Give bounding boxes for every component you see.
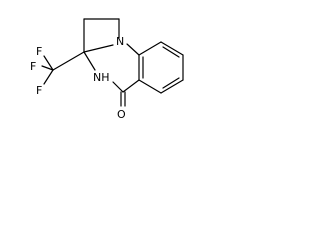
bond-carbonyl-to-aryl xyxy=(122,79,140,93)
bond-c3a-to-cf3 xyxy=(52,51,85,71)
bond-benzene-5 xyxy=(138,79,162,94)
bond-cf3-to-f-bottom xyxy=(43,69,54,85)
bond-n-to-aryl xyxy=(126,43,140,56)
atom-label-f-bottom: F xyxy=(36,84,42,97)
atom-label-o: O xyxy=(117,108,126,121)
bond-benzene-inner-1 xyxy=(162,46,180,58)
atom-label-f-left: F xyxy=(30,60,36,73)
bond-nh-to-carbonyl xyxy=(112,81,124,93)
bond-azetidine-bottom xyxy=(83,44,114,53)
bond-cf3-to-f-top xyxy=(43,55,54,71)
bond-c3a-to-nh xyxy=(83,51,96,71)
bond-benzene-4 xyxy=(160,79,184,94)
atom-label-n: N xyxy=(116,35,124,48)
bond-benzene-1 xyxy=(138,41,162,56)
atom-label-f-top: F xyxy=(36,45,42,58)
bond-benzene-inner-2 xyxy=(162,77,180,89)
atom-label-nh: NH xyxy=(93,71,110,84)
molecule-svg: N NH O F F F xyxy=(30,18,184,121)
bond-benzene-2 xyxy=(160,41,184,56)
chemical-structure: N NH O F F F xyxy=(0,0,187,129)
bond-cf3-to-f-left xyxy=(41,65,54,71)
